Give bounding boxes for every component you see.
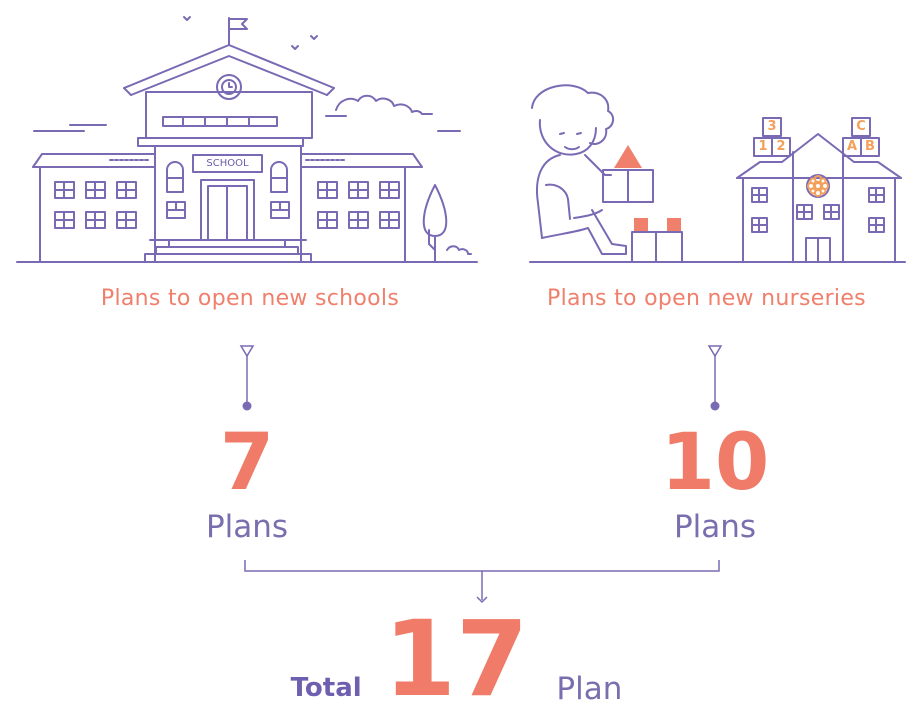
down-arrow-icon <box>239 345 255 358</box>
letter-block: B <box>865 139 875 154</box>
school-sign: SCHOOL <box>206 158 249 169</box>
tree-icon <box>422 184 448 263</box>
letter-block: 3 <box>767 119 777 134</box>
total-unit: Plan <box>556 671 623 707</box>
school-illustration <box>16 16 478 263</box>
cloud-icon <box>335 94 433 115</box>
toy-block-top <box>634 218 648 231</box>
down-arrow-icon <box>476 596 488 604</box>
bird-icon <box>291 45 299 50</box>
flag-icon <box>228 18 248 30</box>
toy-block-top <box>667 218 681 231</box>
school-caption: Plans to open new schools <box>100 286 400 311</box>
bird-icon <box>183 16 191 21</box>
school-unit: Plans <box>205 509 289 545</box>
clock-icon <box>216 74 242 100</box>
child-icon <box>531 84 627 255</box>
letter-block: 2 <box>776 139 786 154</box>
letter-block: 1 <box>758 139 768 154</box>
total-label: Total <box>290 673 362 703</box>
merge-bracket <box>244 560 720 572</box>
total-count: 17 <box>383 598 529 720</box>
down-arrow-icon <box>707 345 723 358</box>
letter-block: C <box>856 119 866 134</box>
nursery-unit: Plans <box>673 509 757 545</box>
nursery-illustration <box>529 84 906 263</box>
school-count: 7 <box>219 418 275 508</box>
nursery-count: 10 <box>660 418 770 508</box>
total-row: Total 17 Plan <box>0 607 913 711</box>
triangle-toy-icon <box>614 145 642 168</box>
flower-icon <box>807 175 829 197</box>
letter-block: A <box>846 139 858 154</box>
bird-icon <box>310 35 318 40</box>
nursery-caption: Plans to open new nurseries <box>547 286 866 311</box>
